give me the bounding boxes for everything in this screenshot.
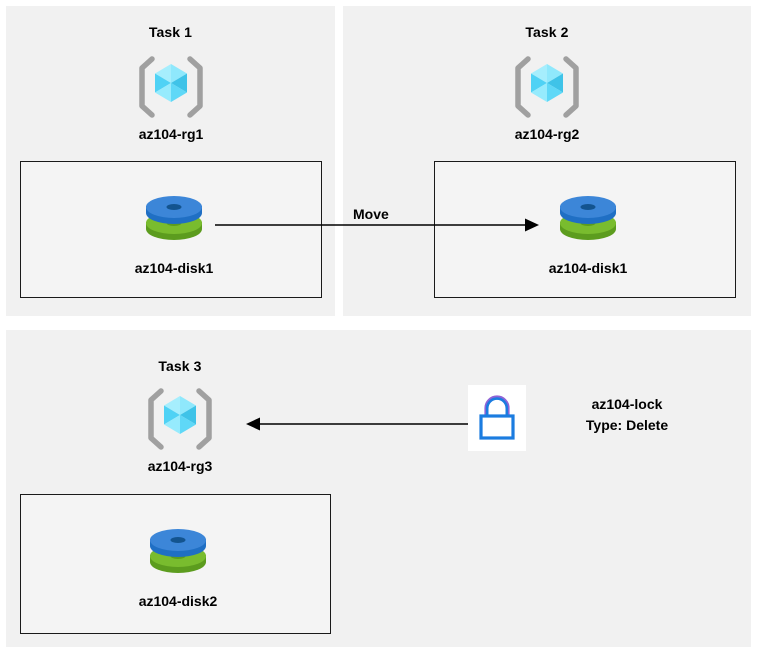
managed-disk-icon: [560, 196, 616, 240]
managed-disk-icon: [146, 196, 202, 240]
task-1-title: Task 1: [148, 24, 193, 40]
resource-group-scope-box-2: az104-disk1: [434, 161, 736, 298]
resource-group-cube-icon: [515, 56, 579, 118]
resource-group-scope-box-3: az104-disk2: [20, 494, 331, 634]
resource-az104-disk1[interactable]: az104-disk1: [513, 192, 663, 276]
resource-label: az104-disk1: [134, 260, 214, 276]
resource-group-label: az104-rg3: [147, 458, 213, 474]
resource-group-az104-rg1[interactable]: az104-rg1: [101, 56, 241, 142]
lock-caption: az104-lock Type: Delete: [532, 394, 722, 436]
resource-group-label: az104-rg2: [514, 126, 580, 142]
resource-group-label: az104-rg1: [138, 126, 204, 142]
managed-disk-icon: [150, 529, 206, 573]
lock-tile[interactable]: [468, 385, 526, 451]
move-arrow: [215, 218, 539, 232]
lock-type: Type: Delete: [585, 417, 669, 433]
panel-task-3: Task 3 az104-rg3: [6, 330, 751, 647]
resource-az104-disk1[interactable]: az104-disk1: [99, 192, 249, 276]
resource-group-cube-icon: [148, 388, 212, 450]
panel-task-1: Task 1 az104-rg1: [6, 6, 335, 316]
resource-group-cube-icon: [139, 56, 203, 118]
task-2-title: Task 2: [525, 24, 569, 40]
resource-label: az104-disk2: [138, 593, 218, 609]
resource-group-scope-box-1: az104-disk1: [20, 161, 322, 298]
move-arrow-label: Move: [353, 206, 389, 222]
padlock-icon: [479, 395, 515, 440]
resource-az104-disk2[interactable]: az104-disk2: [103, 525, 253, 609]
resource-group-az104-rg2[interactable]: az104-rg2: [477, 56, 617, 142]
resource-group-az104-rg3[interactable]: az104-rg3: [110, 388, 250, 474]
panel-task-2: Task 2 az104-rg2: [343, 6, 751, 316]
resource-label: az104-disk1: [548, 260, 628, 276]
lock-name: az104-lock: [591, 396, 663, 412]
task-3-title: Task 3: [158, 358, 202, 374]
lock-arrow: [246, 417, 468, 431]
